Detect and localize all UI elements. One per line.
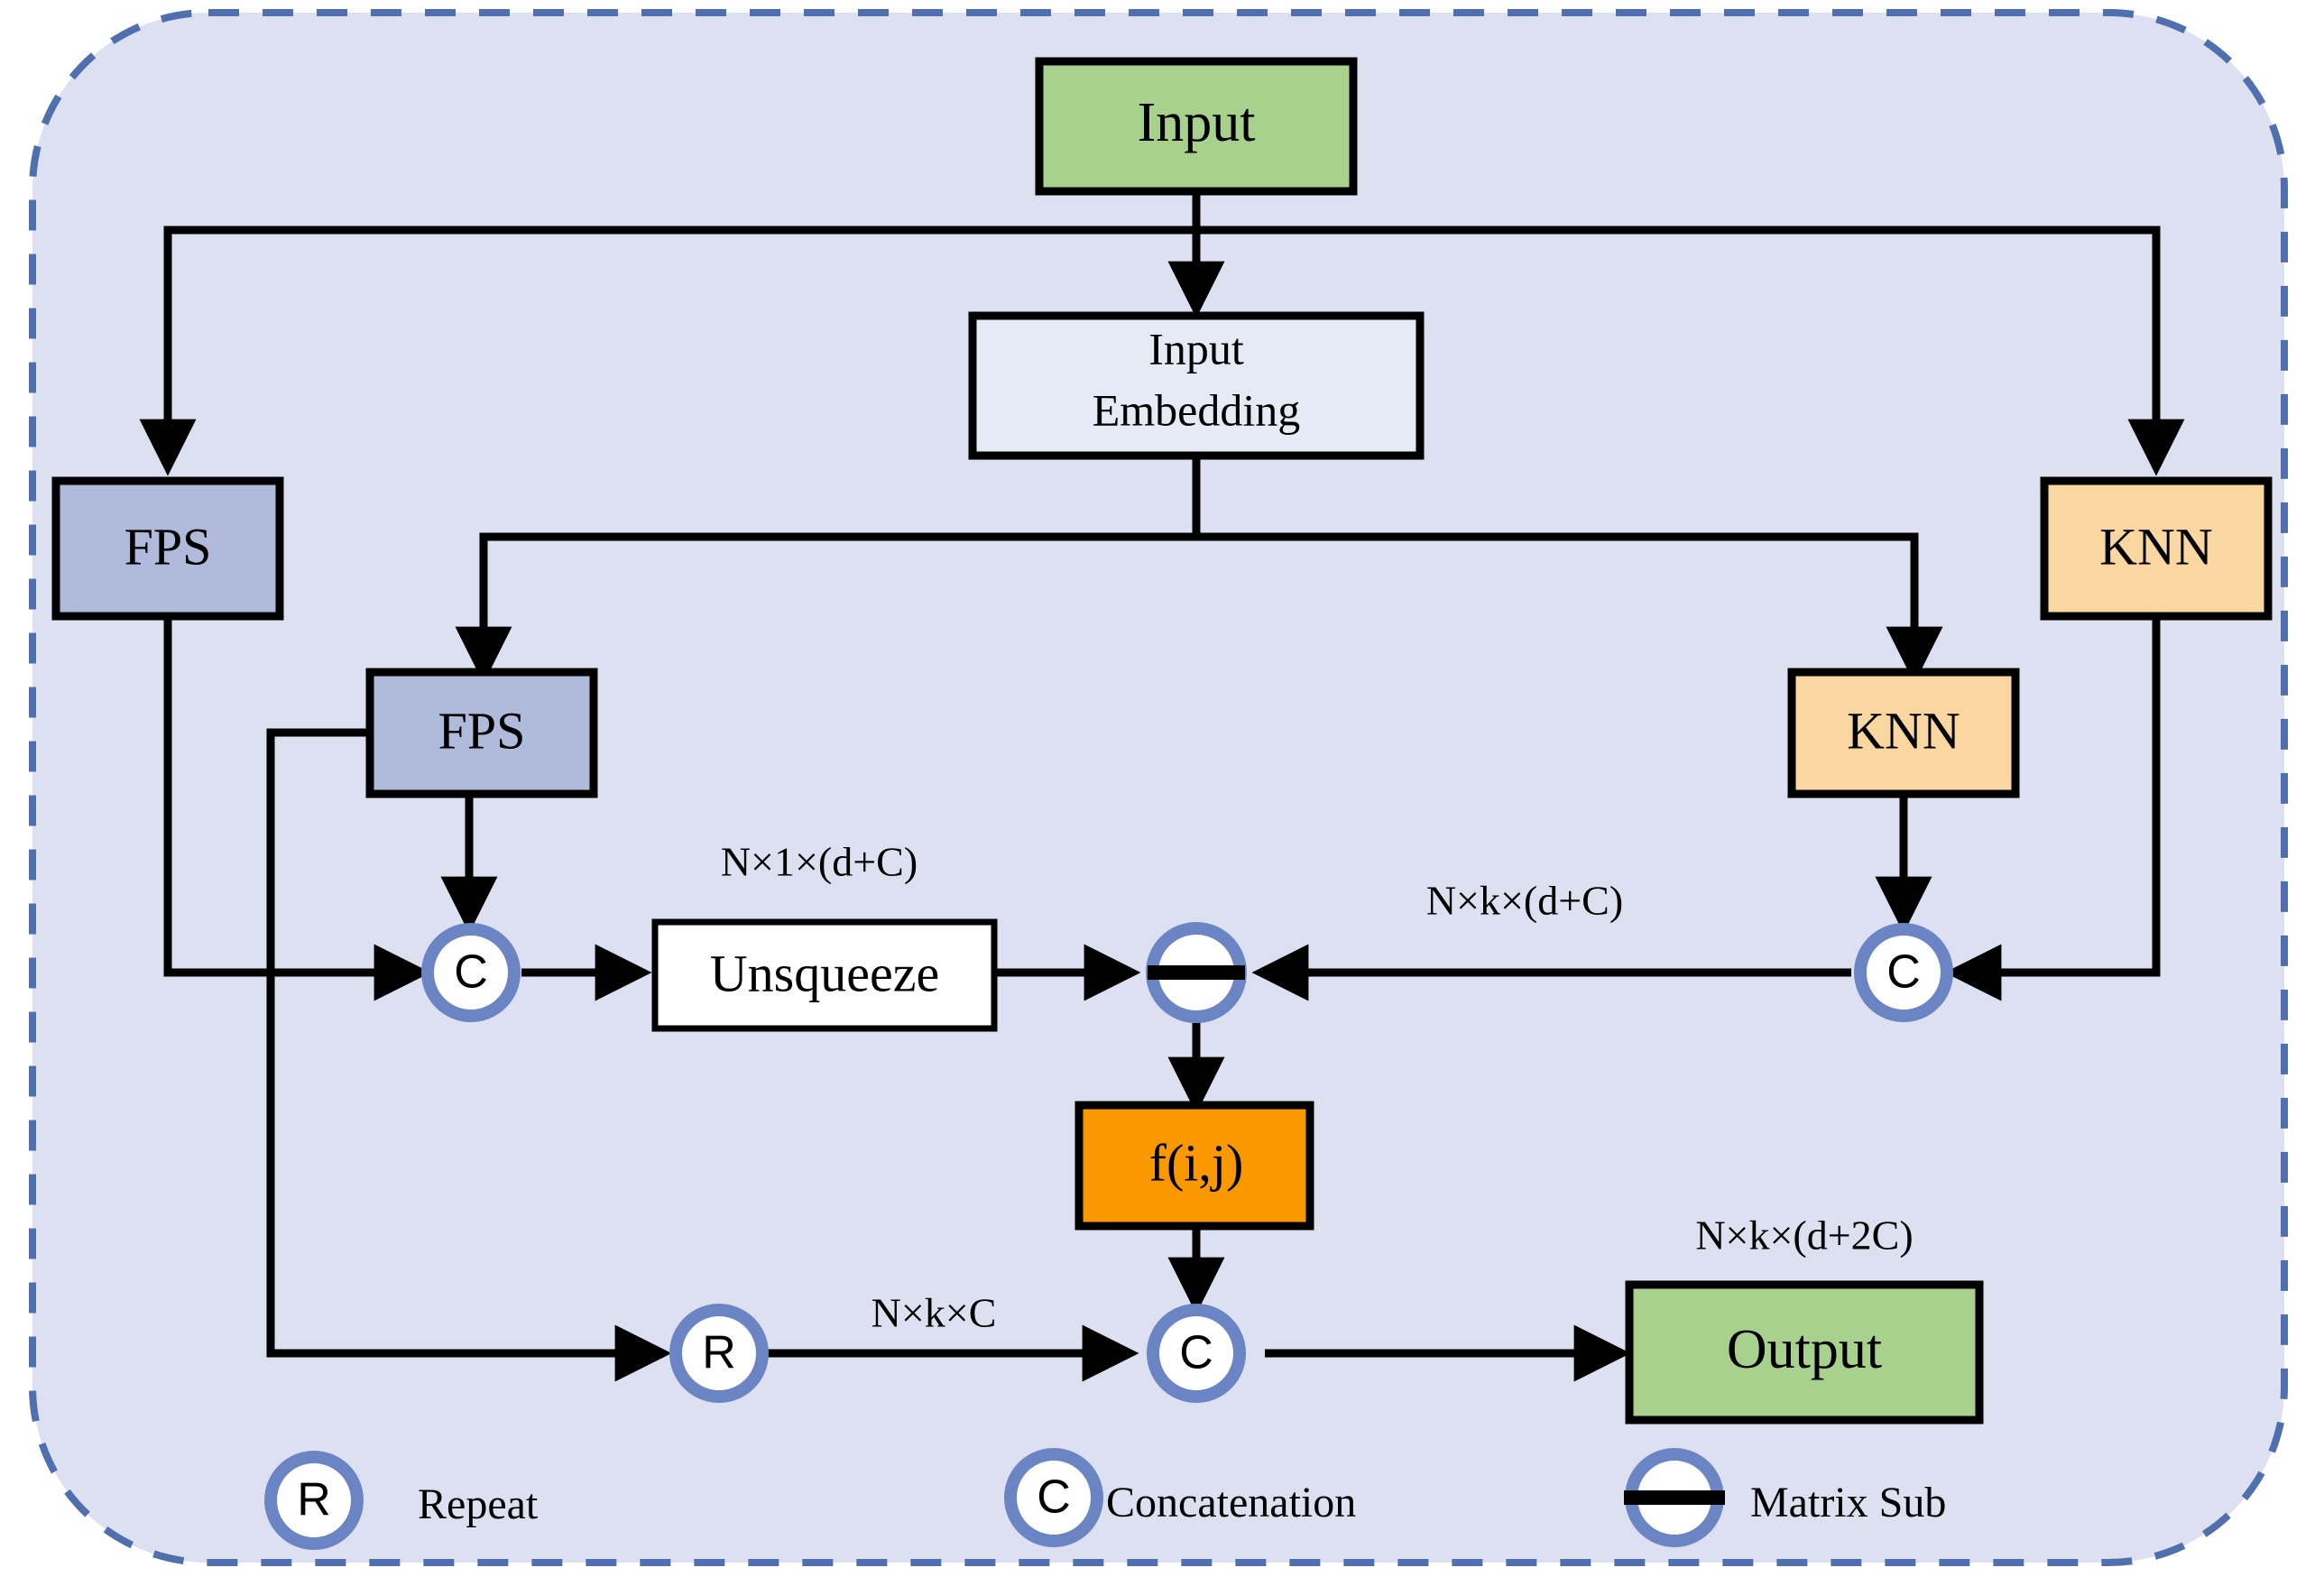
operator-concat-left[interactable]: C (421, 923, 521, 1022)
edge-embedding-bus-left (455, 532, 1196, 684)
node-fps-mid-label: FPS (438, 701, 526, 760)
operator-repeat-glyph: R (702, 1327, 736, 1379)
legend-item-repeat: R Repeat (264, 1451, 539, 1550)
node-fps-left-label: FPS (124, 517, 212, 576)
node-knn-right[interactable]: KNN (2040, 476, 2273, 621)
operator-matrix-sub[interactable] (1146, 922, 1247, 1023)
edge-label-output-dim: N×k×(d+2C) (1695, 1213, 1913, 1259)
legend-matrix-sub-label: Matrix Sub (1750, 1479, 1946, 1526)
legend-item-matrix-sub: Matrix Sub (1624, 1448, 1946, 1547)
operator-concat-right-glyph: C (1886, 946, 1921, 999)
edge-knn-right-to-concat-right (1944, 616, 2161, 1001)
edge-embedding-bus-right (1196, 532, 1943, 684)
legend-concatenation-glyph: C (1037, 1471, 1071, 1524)
node-fij-label: f(i,j) (1149, 1133, 1244, 1192)
edge-label-knn-dim: N×k×(d+C) (1426, 878, 1623, 924)
edge-label-unsqueeze-dim: N×1×(d+C) (721, 839, 918, 885)
legend-repeat-glyph: R (297, 1474, 331, 1526)
edge-input-bus-left (139, 226, 1196, 476)
legend-item-concatenation: C Concatenation (1004, 1448, 1356, 1547)
node-unsqueeze-label: Unsqueeze (710, 944, 939, 1002)
node-output[interactable]: Output (1625, 1280, 1984, 1425)
node-input-label: Input (1138, 92, 1256, 153)
edge-label-repeat-dim: N×k×C (872, 1290, 997, 1336)
panel-background (29, 9, 2288, 1566)
node-input-embedding[interactable]: Input Embedding (968, 311, 1425, 460)
edge-input-bus-right (1196, 226, 2185, 476)
node-input-embedding-label-line1: Input (1148, 323, 1244, 374)
node-knn-mid[interactable]: KNN (1787, 668, 2020, 798)
node-input-embedding-label-line2: Embedding (1093, 384, 1301, 435)
node-knn-right-label: KNN (2099, 517, 2213, 576)
node-output-label: Output (1727, 1319, 1882, 1380)
edge-fps-left-to-concat-left (163, 616, 431, 1001)
operator-concat-left-glyph: C (454, 946, 488, 999)
node-input[interactable]: Input (1035, 57, 1358, 196)
operator-concat-bottom-glyph: C (1179, 1327, 1213, 1379)
node-knn-mid-label: KNN (1847, 701, 1960, 760)
edge-fps-mid-to-repeat (266, 728, 672, 1382)
operator-repeat[interactable]: R (669, 1304, 769, 1403)
node-fps-mid[interactable]: FPS (365, 668, 598, 798)
node-unsqueeze[interactable]: Unsqueeze (651, 918, 998, 1032)
node-fij[interactable]: f(i,j) (1074, 1101, 1314, 1231)
legend-concatenation-label: Concatenation (1106, 1479, 1356, 1526)
node-fps-left[interactable]: FPS (51, 476, 284, 621)
legend-repeat-label: Repeat (418, 1480, 539, 1528)
operator-concat-right[interactable]: C (1854, 923, 1953, 1022)
operator-concat-bottom[interactable]: C (1147, 1304, 1246, 1403)
